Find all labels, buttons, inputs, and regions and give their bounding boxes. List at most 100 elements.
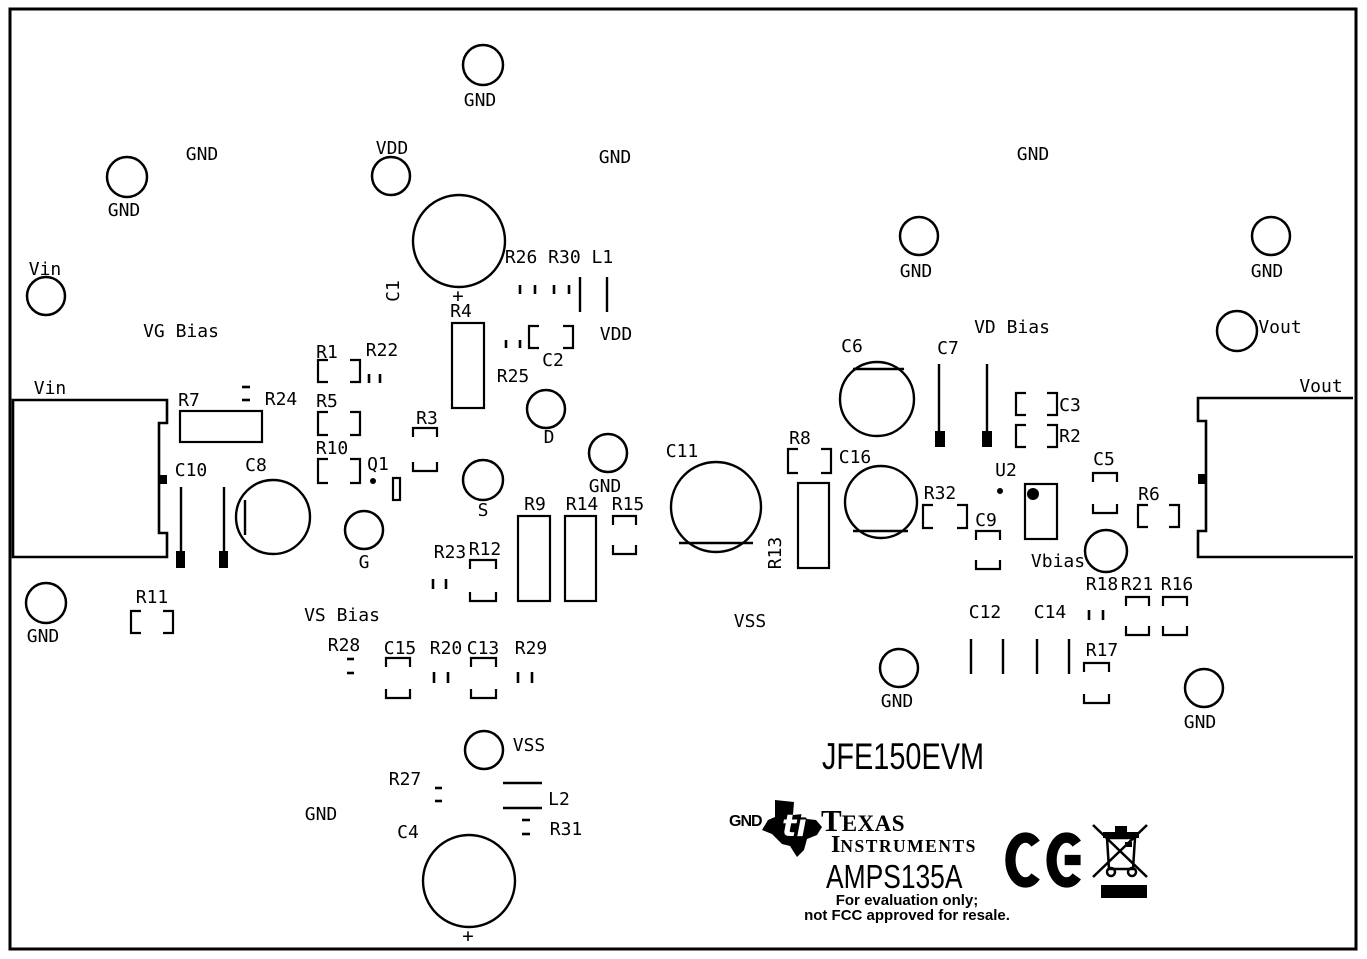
- dot-u2-refdot: [997, 488, 1003, 494]
- testpoint-vdd: [370, 155, 412, 197]
- testpoint-gnd-mid: [587, 432, 629, 474]
- label-r21: R21: [1121, 574, 1154, 595]
- pad-right-r1: [350, 358, 362, 384]
- label-c13: C13: [467, 638, 500, 659]
- label-r7: R7: [178, 390, 200, 411]
- label-r29: R29: [515, 638, 548, 659]
- label-s-pad: S: [478, 500, 489, 521]
- testpoint-gnd-br: [1183, 667, 1225, 709]
- label-r20: R20: [430, 638, 463, 659]
- label-r18: R18: [1086, 574, 1119, 595]
- label-gnd-top-left-text: GND: [186, 144, 219, 165]
- pad-top-r16: [1161, 595, 1189, 606]
- label-r17: R17: [1086, 640, 1119, 661]
- mark-c7-mark2: [982, 431, 992, 447]
- testpoint-g: [343, 509, 385, 551]
- label-r4: R4: [450, 301, 472, 322]
- label-vbias: Vbias: [1031, 551, 1085, 572]
- weee-bin-icon: [1092, 824, 1148, 898]
- pad-bottom-r16: [1161, 626, 1189, 637]
- label-r13: R13: [765, 537, 786, 570]
- label-gnd-top-left: GND: [108, 200, 141, 221]
- label-c10: C10: [175, 460, 208, 481]
- mark-vout-mark: [1198, 474, 1206, 484]
- component-outline-r4: [450, 321, 486, 410]
- dot-q1-dot: [370, 478, 376, 484]
- label-c9: C9: [975, 510, 997, 531]
- label-c14: C14: [1034, 602, 1067, 623]
- component-outline-r13: [796, 481, 831, 570]
- testpoint-vin: [25, 275, 67, 317]
- label-r14: R14: [566, 494, 599, 515]
- vin-connector-outline: [11, 398, 169, 559]
- label-gnd-right1: GND: [900, 261, 933, 282]
- pad-left-c2: [527, 324, 539, 350]
- label-gnd-bc: GND: [881, 691, 914, 712]
- label-vss-tp: VSS: [513, 735, 546, 756]
- label-c15: C15: [384, 638, 417, 659]
- label-r3: R3: [416, 408, 438, 429]
- pad-left-r11: [129, 609, 141, 635]
- pad-right-r8: [821, 447, 833, 475]
- label-c4: C4: [397, 822, 419, 843]
- label-r24: R24: [265, 389, 298, 410]
- disclaimer-line2: not FCC approved for resale.: [804, 907, 1010, 924]
- label-u2: U2: [995, 460, 1017, 481]
- label-vin-tp: Vin: [29, 259, 62, 280]
- pad-top-r12: [468, 558, 498, 569]
- label-r22: R22: [366, 340, 399, 361]
- testpoint-s: [461, 458, 505, 502]
- mark-c10-mark1: [176, 551, 185, 568]
- testpoint-vout: [1215, 309, 1259, 353]
- label-c7: C7: [937, 338, 959, 359]
- pad-left-r5: [316, 410, 328, 437]
- label-gnd-top-mid-text: GND: [599, 147, 632, 168]
- pad-top-c5: [1091, 471, 1119, 482]
- component-outline-u2: [1023, 482, 1059, 541]
- pad-left-r6: [1136, 503, 1148, 529]
- pad-top-r17: [1082, 661, 1111, 672]
- label-gnd-top-center: GND: [464, 90, 497, 111]
- label-c11: C11: [666, 441, 699, 462]
- pad-top-r21: [1124, 595, 1151, 606]
- pad-right-r10: [350, 457, 362, 485]
- pad-left-r2: [1014, 423, 1026, 449]
- label-r27: R27: [389, 769, 422, 790]
- ce-mark-icon: [1005, 832, 1081, 888]
- label-vss-bottom: VSS: [734, 611, 767, 632]
- component-outline-q1: [391, 476, 402, 502]
- pad-bottom-c5: [1091, 504, 1119, 515]
- pad-top-c9: [974, 529, 1002, 540]
- pad-left-c3: [1014, 391, 1026, 417]
- label-q1: Q1: [367, 454, 389, 475]
- pad-bottom-c15: [384, 689, 412, 700]
- label-vout-tp: Vout: [1258, 317, 1301, 338]
- label-c8: C8: [245, 455, 267, 476]
- label-r5: R5: [316, 391, 338, 412]
- label-r32: R32: [924, 483, 957, 504]
- label-vdd-l1: VDD: [600, 324, 633, 345]
- mark-vin-mark: [159, 475, 167, 484]
- testpoint-gnd-bc: [878, 647, 920, 689]
- brand-instruments: INSTRUMENTS: [831, 832, 977, 858]
- cap-outline-c4: [421, 833, 517, 929]
- part-number: AMPS135A: [826, 858, 963, 895]
- label-r2: R2: [1059, 426, 1081, 447]
- label-r9: R9: [524, 494, 546, 515]
- pad-right-c2: [563, 324, 575, 350]
- testpoint-vbias: [1083, 528, 1129, 574]
- label-r6: R6: [1138, 484, 1160, 505]
- label-gnd-c4: GND: [305, 804, 338, 825]
- label-vout-connector: Vout: [1299, 376, 1342, 397]
- label-vs-bias: VS Bias: [304, 605, 380, 626]
- pad-right-r2: [1047, 423, 1059, 449]
- pad-right-r32: [957, 503, 969, 530]
- dot-u2-pin1: [1027, 488, 1039, 500]
- testpoint-d: [525, 388, 567, 430]
- ti-texas-logo-icon: ti: [762, 800, 822, 857]
- testpoint-gnd-top-left: [105, 155, 149, 199]
- label-r28: R28: [328, 635, 361, 656]
- label-r11: R11: [136, 587, 169, 608]
